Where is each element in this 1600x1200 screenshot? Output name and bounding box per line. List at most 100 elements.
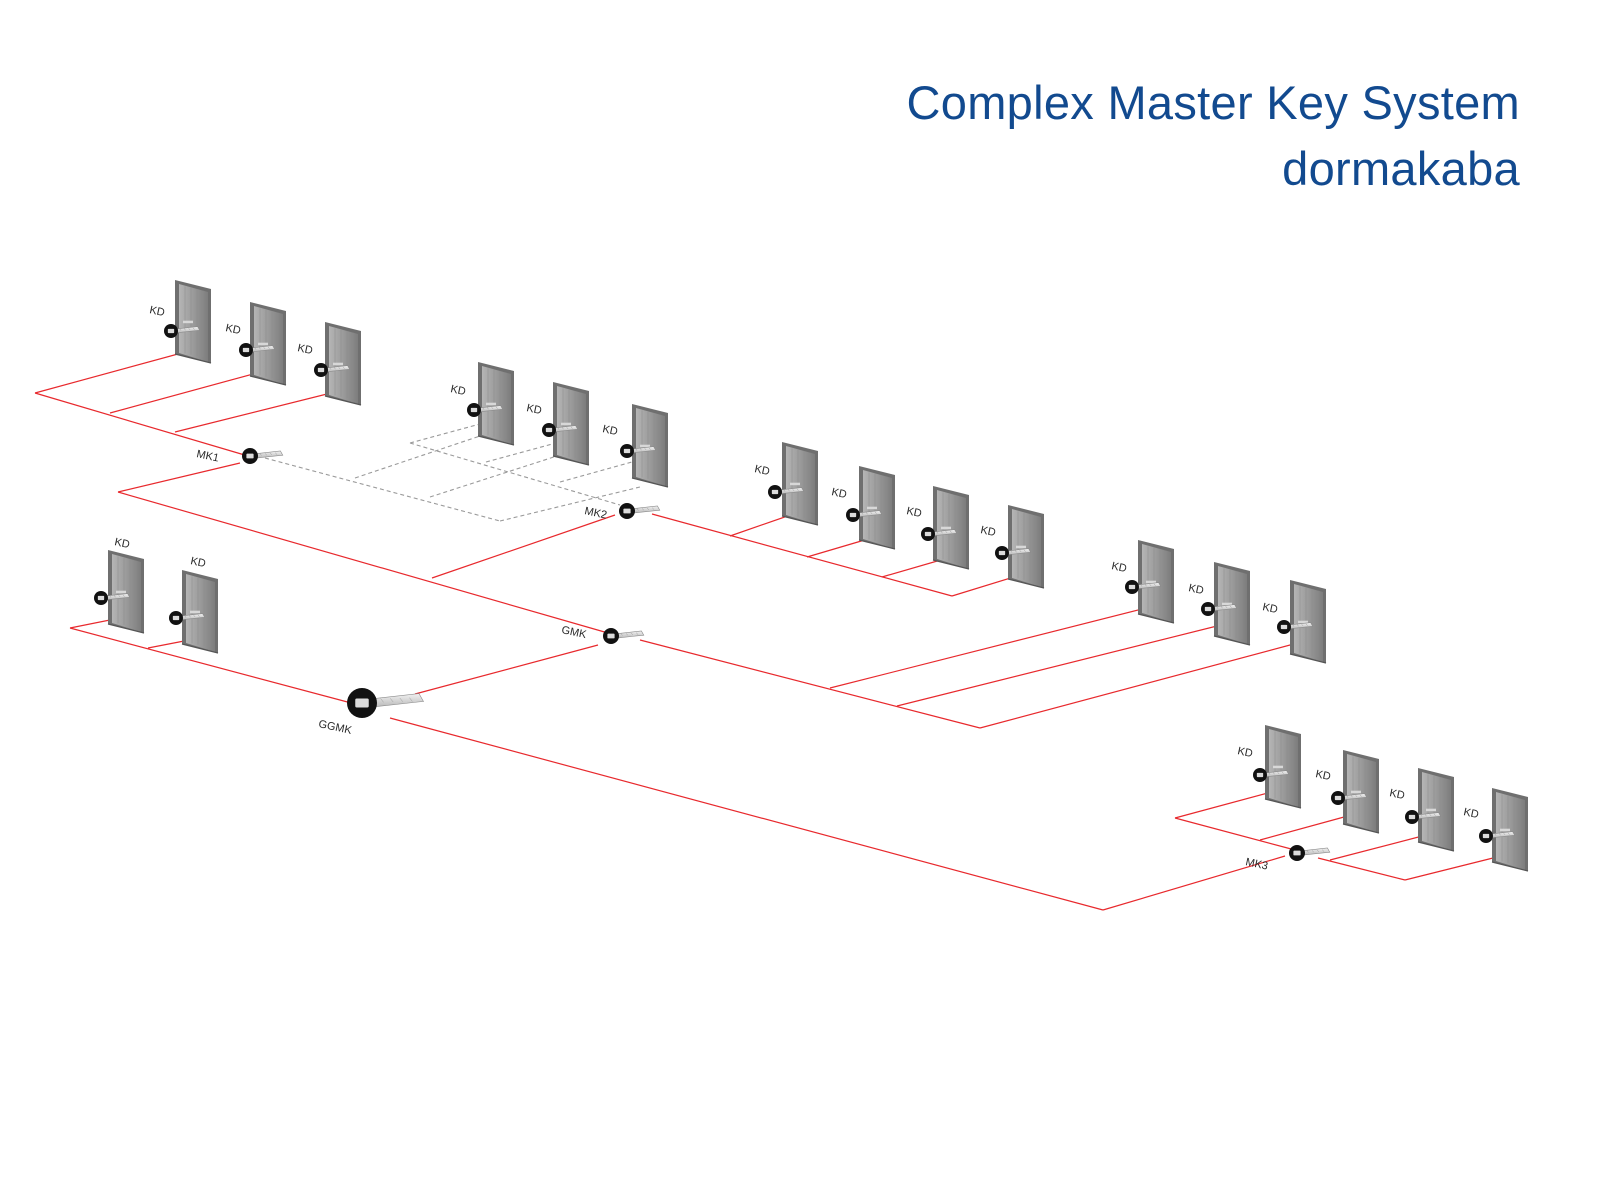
key-wire: [1259, 813, 1356, 841]
key-cut: [1311, 850, 1314, 853]
key-cut: [1140, 584, 1143, 587]
key-cut: [188, 328, 191, 331]
door-key-icon: [169, 611, 206, 625]
door-handle: [1273, 765, 1283, 769]
door-shadow: [181, 643, 219, 654]
key-cut: [183, 328, 186, 331]
key-head-plate: [470, 407, 478, 413]
door-key-icon: [467, 403, 504, 417]
door-handle: [183, 320, 193, 324]
key-cut: [1359, 794, 1362, 797]
key-cut: [486, 407, 489, 410]
key-head-plate: [1204, 606, 1212, 612]
key-cut: [390, 698, 394, 703]
key-cut: [646, 507, 649, 511]
door: [324, 322, 362, 406]
hidden-key-wire: [429, 454, 561, 498]
key-wire: [639, 639, 981, 729]
door-handle: [867, 506, 877, 510]
door: [1417, 768, 1455, 852]
key-cut: [329, 367, 332, 370]
door-leaf: [254, 306, 283, 384]
door-key-icon: [542, 423, 579, 437]
key-cut: [267, 346, 270, 349]
key-cut: [1322, 849, 1325, 852]
door: [174, 280, 212, 364]
key-cut: [570, 426, 573, 429]
door-handle: [1426, 808, 1436, 812]
door: [181, 570, 219, 654]
hidden-key-wire: [409, 423, 481, 444]
key-wire: [431, 514, 616, 579]
key-cut: [197, 614, 200, 617]
key-wire: [414, 644, 599, 695]
key-cut: [482, 407, 485, 410]
key-head-plate: [167, 328, 175, 334]
door-shadow: [477, 435, 515, 446]
key-cut: [792, 489, 795, 492]
door-shadow: [1491, 861, 1529, 872]
door-shadow: [1264, 798, 1302, 809]
mk1-label: MK1: [195, 448, 220, 464]
door-leaf: [112, 554, 141, 632]
door-key-label: KD: [296, 342, 313, 357]
key-cut: [620, 633, 623, 636]
door: [1007, 505, 1045, 589]
key-blade: [370, 693, 424, 708]
door-handle: [1351, 790, 1361, 794]
mk3-label: MK3: [1244, 856, 1269, 872]
door-leaf: [1269, 729, 1298, 807]
door-key-label: KD: [1261, 601, 1278, 616]
door-key-label: KD: [753, 463, 770, 478]
hidden-key-wire: [264, 457, 501, 522]
key-cut: [1220, 606, 1223, 609]
key-wire: [651, 513, 953, 597]
hidden-key-wire: [485, 442, 557, 463]
key-cut: [1316, 849, 1319, 853]
door-shadow: [324, 395, 362, 406]
key-head-plate: [771, 489, 779, 495]
ggmk-label: GGMK: [317, 718, 353, 737]
key-cut: [184, 615, 187, 618]
door-key-label: KD: [979, 524, 996, 539]
key-cut: [264, 453, 267, 456]
door-leaf: [937, 490, 966, 568]
hidden-key-wire: [559, 461, 633, 483]
key-cut: [399, 697, 403, 702]
key-cut: [188, 615, 191, 618]
door-key-icon: [1479, 829, 1516, 843]
key-cut: [1149, 584, 1152, 587]
key-wire: [117, 462, 241, 493]
door-key-label: KD: [224, 322, 241, 337]
door: [1342, 750, 1380, 834]
key-head-plate: [1128, 584, 1136, 590]
door-leaf: [1422, 772, 1451, 850]
key-cut: [491, 407, 494, 410]
mk3-key-icon: [1289, 845, 1331, 861]
hidden-key-wire: [409, 442, 621, 506]
door-key-label: KD: [1314, 768, 1331, 783]
key-wire: [174, 388, 348, 433]
key-cut: [1277, 772, 1280, 775]
key-wire: [34, 392, 249, 457]
key-cut: [113, 595, 116, 598]
door: [107, 550, 145, 634]
key-wire: [979, 640, 1306, 729]
door-handle: [1500, 828, 1510, 832]
door-shadow: [858, 539, 896, 550]
key-cut: [630, 632, 633, 636]
key-cut: [1494, 833, 1497, 836]
key-cut: [380, 698, 384, 703]
key-cut: [1272, 772, 1275, 775]
door-shadow: [107, 623, 145, 634]
key-head-plate: [172, 615, 180, 621]
door-key-icon: [239, 343, 276, 357]
key-cut: [940, 531, 943, 534]
door-key-label: KD: [449, 383, 466, 398]
mk1-key-icon: [242, 448, 284, 464]
key-cut: [639, 448, 642, 451]
door-key-label: KD: [1236, 745, 1253, 760]
key-cut: [1301, 624, 1304, 627]
door-leaf: [1012, 509, 1041, 587]
